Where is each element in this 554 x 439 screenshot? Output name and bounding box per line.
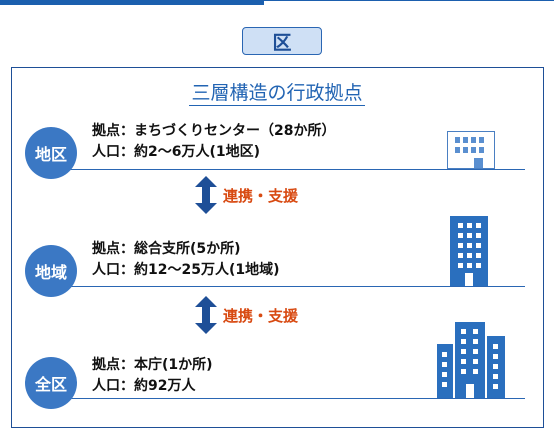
tier-population-chiku: 人口：約2～6万人(1地区) xyxy=(92,144,261,160)
diagram-frame xyxy=(11,67,544,428)
tier-base-chiiki: 拠点：総合支所(5か所) xyxy=(92,241,241,257)
diagram-title: 三層構造の行政拠点 xyxy=(0,78,554,106)
tier-circle-zenku: 全区 xyxy=(25,357,77,409)
tier-circle-chiiki: 地域 xyxy=(25,245,77,297)
medium-building-icon xyxy=(450,216,488,286)
tier-population-chiiki: 人口：約12～25万人(1地域) xyxy=(92,262,280,278)
link-label-1: 連携・支援 xyxy=(223,187,299,205)
ward-badge: 区 xyxy=(242,27,322,55)
link-2: 連携・支援 xyxy=(195,296,375,334)
link-1: 連携・支援 xyxy=(195,176,375,214)
tier-base-chiku: 拠点：まちづくりセンター（28か所） xyxy=(92,123,336,139)
tier-circle-chiku: 地区 xyxy=(25,127,77,179)
double-arrow-icon xyxy=(195,296,217,334)
top-accent-bar xyxy=(0,0,264,5)
link-label-2: 連携・支援 xyxy=(223,307,299,325)
title-text: 三層構造の行政拠点 xyxy=(189,82,365,106)
top-accent-line xyxy=(264,0,554,1)
large-building-icon xyxy=(437,322,505,398)
tier-population-zenku: 人口：約92万人 xyxy=(92,378,196,394)
small-building-icon xyxy=(447,131,495,169)
tier-base-zenku: 拠点：本庁(1か所) xyxy=(92,357,213,373)
tier-rule-chiku xyxy=(60,169,525,170)
tier-rule-zenku xyxy=(60,398,525,399)
double-arrow-icon xyxy=(195,176,217,214)
tier-rule-chiiki xyxy=(60,286,525,287)
